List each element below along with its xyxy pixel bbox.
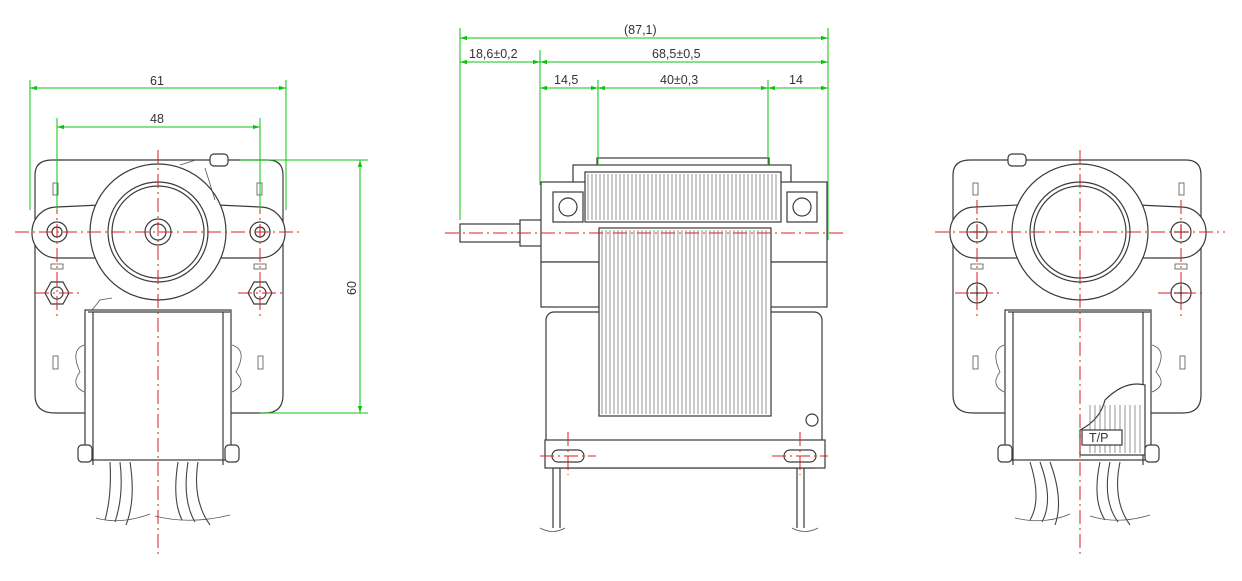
front-view: 61 48 60 <box>15 74 368 558</box>
dim-left-offset: 14,5 <box>554 73 578 87</box>
coil-laminations <box>601 230 767 414</box>
dim-shaft-length: 18,6±0,2 <box>469 47 518 61</box>
dim-hole-spacing: 48 <box>150 112 164 126</box>
dim-overall-length: (87,1) <box>624 23 657 37</box>
upper-laminations <box>587 174 777 220</box>
side-view: (87,1) 18,6±0,2 68,5±0,5 14,5 40±0,3 14 <box>445 23 845 532</box>
dim-stack-length: 40±0,3 <box>660 73 698 87</box>
thermal-protector-label: T/P <box>1089 431 1108 445</box>
dim-body-length: 68,5±0,5 <box>652 47 701 61</box>
dim-right-offset: 14 <box>789 73 803 87</box>
dim-front-height: 60 <box>345 281 359 295</box>
rear-view: T/P <box>935 150 1225 558</box>
dim-front-width: 61 <box>150 74 164 88</box>
